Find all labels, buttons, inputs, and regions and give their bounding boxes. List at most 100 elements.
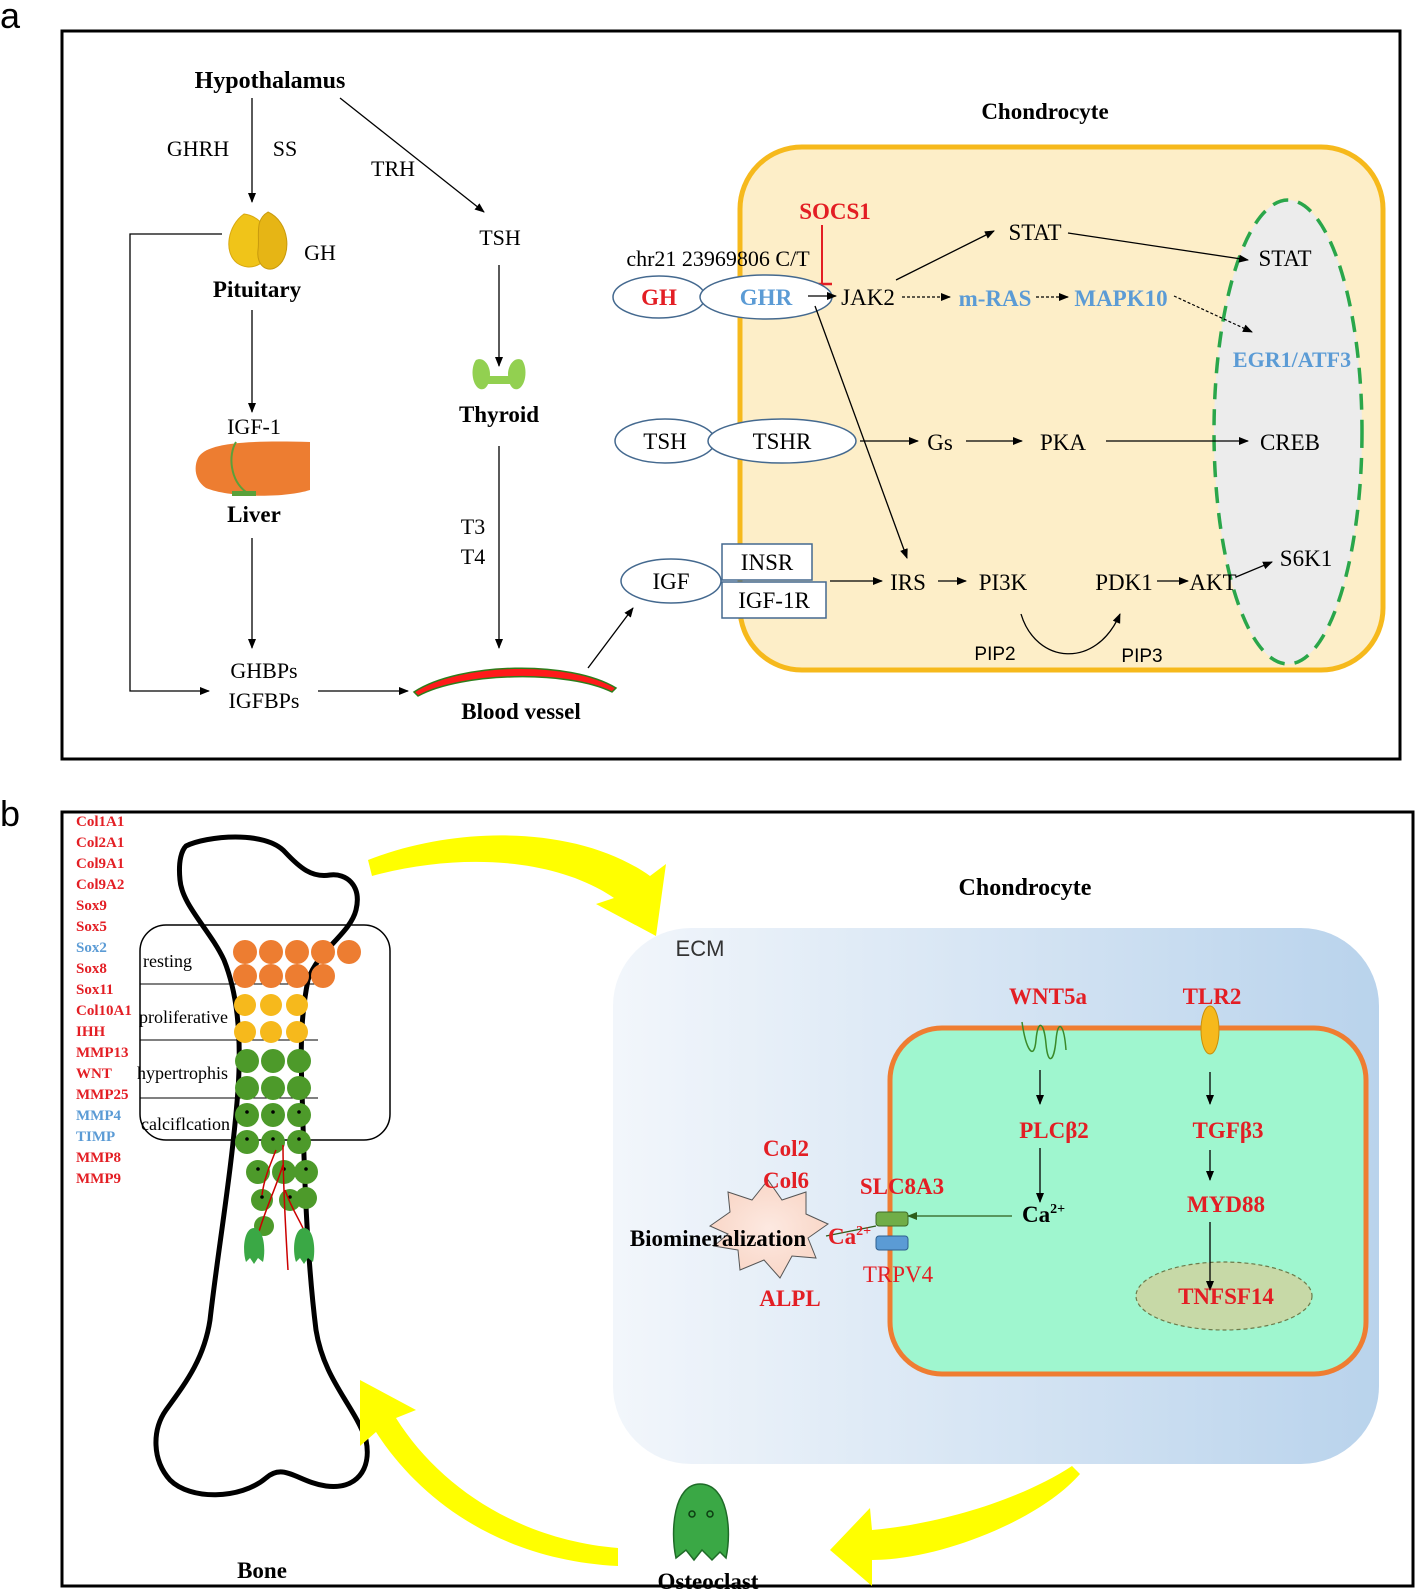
- panel-a-letter: a: [0, 0, 21, 36]
- igf1r-label: IGF-1R: [738, 588, 810, 613]
- cell-nucleus-dot: [245, 1110, 249, 1114]
- igf1r-receptor-box: [721, 581, 827, 619]
- pituitary-label: Pituitary: [213, 277, 302, 302]
- gene-item: Sox8: [76, 961, 107, 977]
- gene-item: MMP8: [76, 1150, 121, 1166]
- bone-vessels: [257, 1144, 307, 1271]
- growth-plate-cell: [261, 1076, 285, 1100]
- pi3k-label: PI3K: [979, 570, 1028, 595]
- growth-plate-cell: [259, 940, 283, 964]
- chondrocyte-cell-b: [887, 1025, 1369, 1377]
- ghrh-label: GHRH: [167, 136, 229, 161]
- growth-plate-cell: [235, 1049, 259, 1073]
- growth-plate-cell: [235, 1076, 259, 1100]
- biomineralization-starburst: [708, 1179, 830, 1279]
- growth-plate-cell: [286, 994, 308, 1016]
- growth-plate-cell: [261, 1049, 285, 1073]
- arrow-jak2-stat: [895, 230, 995, 281]
- ghbps-label: GHBPs: [230, 658, 297, 683]
- arrow-pip2-pip3: [1020, 613, 1121, 655]
- growth-plate-cell: [233, 964, 257, 988]
- gene-item: MMP4: [76, 1108, 121, 1124]
- pituitary-icon: [228, 211, 288, 270]
- zone-resting-label: resting: [143, 951, 192, 971]
- bone-osteoclast-icon-1: [244, 1228, 265, 1264]
- gene-item: MMP9: [76, 1171, 121, 1187]
- cell-nucleus-dot: [256, 1167, 260, 1171]
- ca-internal-superscript: 2+: [1050, 1202, 1065, 1217]
- gene-list: Col1A1Col2A1Col9A1Col9A2Sox9Sox5Sox2Sox8…: [76, 814, 132, 1187]
- panel-b-letter: b: [0, 793, 20, 834]
- tsh-ligand-label: TSH: [643, 429, 686, 454]
- gs-label: Gs: [927, 430, 953, 455]
- bone-osteoclast-icon-2: [294, 1228, 315, 1264]
- arrow-hypothalamus-tsh: [339, 97, 485, 213]
- growth-plate-cell: [294, 1160, 318, 1184]
- pka-label: PKA: [1040, 430, 1086, 455]
- feedback-arrow: [129, 233, 222, 695]
- gene-item: Col9A1: [76, 856, 124, 872]
- gene-item: Sox2: [76, 940, 107, 956]
- growth-plate-cell: [235, 1103, 259, 1127]
- gene-item: Sox5: [76, 919, 107, 935]
- zone-hypertrophic-label: hypertrophis: [137, 1063, 228, 1083]
- ca-internal-label: Ca2+: [1022, 1202, 1065, 1227]
- yellow-arrow-bone-to-cell: [368, 835, 666, 936]
- egr-atf3-label: EGR1/ATF3: [1233, 347, 1351, 372]
- growth-plate-cell: [285, 964, 309, 988]
- yellow-arrow-osteoclast-to-bone: [360, 1380, 618, 1566]
- gh-ligand-label: GH: [641, 285, 677, 310]
- growth-plate-cell: [246, 1160, 270, 1184]
- gene-item: Col9A2: [76, 877, 124, 893]
- col2-label: Col2: [763, 1136, 809, 1161]
- nucleus: [1212, 198, 1364, 666]
- cell-nucleus-dot: [297, 1110, 301, 1114]
- igf1-label: IGF-1: [227, 414, 281, 439]
- chondrocyte-a-label: Chondrocyte: [981, 99, 1108, 124]
- cell-nucleus-dot: [288, 1195, 292, 1199]
- blood-vessel-label: Blood vessel: [461, 699, 580, 724]
- panel-b-frame: [60, 810, 1415, 1588]
- osteoclast-icon: [672, 1483, 730, 1562]
- trpv4-label: TRPV4: [863, 1262, 934, 1287]
- yellow-arrow-cell-to-osteoclast: [830, 1466, 1080, 1586]
- bone-label: Bone: [237, 1558, 287, 1583]
- growth-plate-cell: [233, 940, 257, 964]
- zone-proliferative-label: proliferative: [139, 1007, 228, 1027]
- slc8a3-label: SLC8A3: [860, 1174, 944, 1199]
- growth-plate-cell: [287, 1049, 311, 1073]
- tlr2-receptor-icon: [1200, 1005, 1220, 1055]
- pip3-label: PIP3: [1121, 646, 1162, 667]
- growth-plate-cell: [234, 994, 256, 1016]
- cell-nucleus-dot: [245, 1137, 249, 1141]
- ss-label: SS: [273, 136, 297, 161]
- irs-label: IRS: [890, 570, 926, 595]
- cell-nucleus-dot: [260, 1195, 264, 1199]
- gene-item: Col10A1: [76, 1003, 132, 1019]
- pip2-label: PIP2: [974, 644, 1015, 665]
- growth-plate-cell: [286, 1021, 308, 1043]
- tnfsf14-label: TNFSF14: [1178, 1284, 1274, 1309]
- growth-plate-cell: [234, 1021, 256, 1043]
- ca-external-text: Ca: [828, 1224, 857, 1249]
- pdk1-label: PDK1: [1095, 570, 1153, 595]
- panel-a-frame: [60, 29, 1402, 761]
- arrow-mapk10-egr: [1173, 295, 1253, 333]
- thyroid-label: Thyroid: [459, 402, 539, 427]
- jak2-label: JAK2: [841, 285, 895, 310]
- ghr-label: GHR: [740, 285, 793, 310]
- ca-internal-text: Ca: [1022, 1202, 1051, 1227]
- biomineralization-label: Biomineralization: [630, 1226, 807, 1251]
- t4-label: T4: [461, 544, 485, 569]
- slc8a3-channel-icon: [875, 1211, 909, 1227]
- gene-item: WNT: [76, 1066, 112, 1082]
- stat-cytoplasm-label: STAT: [1008, 220, 1061, 245]
- wnt5a-label: WNT5a: [1009, 984, 1087, 1009]
- thyroid-icon: [472, 359, 526, 390]
- osteoclast-label: Osteoclast: [658, 1569, 759, 1594]
- growth-plate-cell: [287, 1103, 311, 1127]
- cell-nucleus-dot: [271, 1137, 275, 1141]
- insr-receptor-box: [721, 543, 813, 581]
- gene-item: Col1A1: [76, 814, 124, 830]
